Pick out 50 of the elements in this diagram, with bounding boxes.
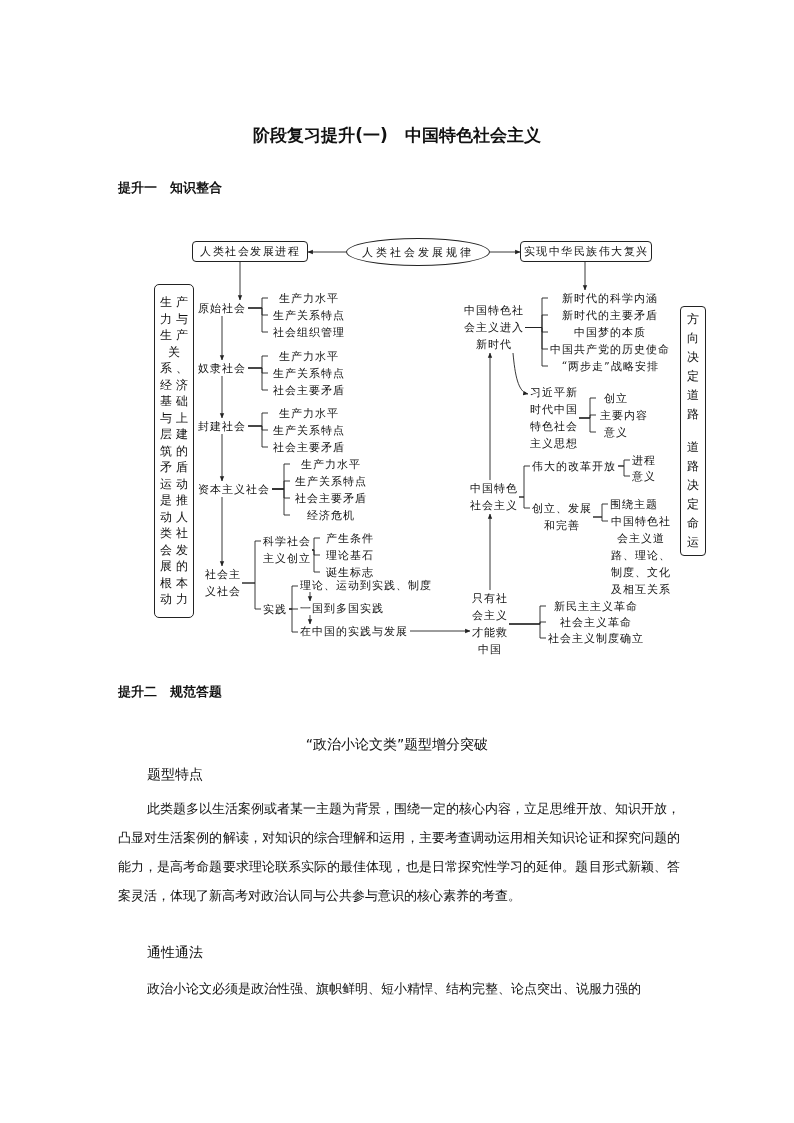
bracket-line — [247, 367, 269, 391]
node-text: 原始社会 — [196, 300, 248, 316]
bracket-line — [247, 307, 269, 333]
bracket-line — [288, 585, 299, 610]
node-text: 科学社会主义创立 — [261, 533, 312, 567]
bracket-line — [508, 623, 547, 639]
vertical-text: 方向决定道路 — [686, 311, 700, 423]
section-heading: 提升二 规范答题 — [118, 684, 222, 701]
node-text: 奴隶社会 — [196, 360, 248, 376]
bracket-line — [518, 496, 531, 509]
node-text: 资本主义社会 — [196, 481, 272, 497]
bracket-line — [247, 425, 269, 448]
bracket-line — [288, 608, 299, 633]
node-text: 实践 — [261, 601, 289, 617]
bracket-line — [311, 549, 321, 573]
bracket-line — [617, 465, 631, 477]
node-text: 中国共产党的历史使命 — [548, 341, 672, 357]
side-note-box: 生产力与生产关系、经济基础与上层建筑的矛盾运动是推动人类社会发展的根本动力 — [154, 284, 194, 618]
node-text: 社会主义制度确立 — [546, 630, 646, 646]
bracket-line — [592, 516, 609, 522]
title: 阶段复习提升(一) 中国特色社会主义 — [252, 124, 542, 147]
node-text: 社会主义社会 — [203, 566, 242, 600]
paragraph: 政治小论文必须是政治性强、旗帜鲜明、短小精悍、结构完整、论点突出、说服力强的 — [146, 980, 642, 998]
vertical-text: 道路决定命运 — [686, 439, 700, 551]
node-text: 伟大的改革开放 — [530, 458, 618, 474]
section-heading: 通性通法 — [147, 944, 203, 962]
node-text: 围绕主题 — [608, 496, 660, 512]
node-text: 中国特色社会主义进入新时代 — [462, 302, 525, 353]
bracket-line — [578, 417, 597, 433]
node-text: 习近平新时代中国特色社会主义思想 — [528, 384, 579, 452]
heading-box: 人类社会发展进程 — [192, 241, 308, 262]
heading-box: 实现中华民族伟大复兴 — [520, 241, 652, 262]
node-text: 在中国的实践与发展 — [298, 624, 410, 638]
node-text: 只有社会主义才能救中国 — [470, 590, 509, 658]
bracket-line — [271, 488, 291, 516]
node-text: 意义 — [630, 468, 658, 484]
node-text: 一国到多国实践 — [298, 601, 386, 615]
subtitle: “政治小论文类”题型增分突破 — [304, 736, 490, 754]
side-note-box — [680, 306, 706, 556]
node-text: 创立、发展和完善 — [530, 500, 593, 534]
bracket-line — [241, 582, 262, 610]
node-text: 理论、运动到实践、制度 — [298, 578, 434, 592]
section-heading: 题型特点 — [147, 766, 203, 784]
section-heading: 提升一 知识整合 — [118, 180, 222, 197]
node-text: 封建社会 — [196, 418, 248, 434]
bracket-line — [311, 537, 321, 551]
paragraph: 此类题多以生活案例或者某一主题为背景，围绕一定的核心内容，立足思维开放、知识开放，凸显对生活案例的解读，对知识的综合理解和运用，主要考查调动运用相关知识论证和探究问题的能力，是高考命题要求理论联系实际的最佳体现，也是日常探究性学习的延伸。题目形式新颖、答案灵活，体现了新高考对政治认同与公共参与意识的核心素养的考查。 — [118, 800, 680, 905]
node-text: 进程 — [630, 452, 658, 468]
bracket-line — [524, 327, 549, 367]
node-text: 中国特色社会主义 — [468, 480, 519, 514]
